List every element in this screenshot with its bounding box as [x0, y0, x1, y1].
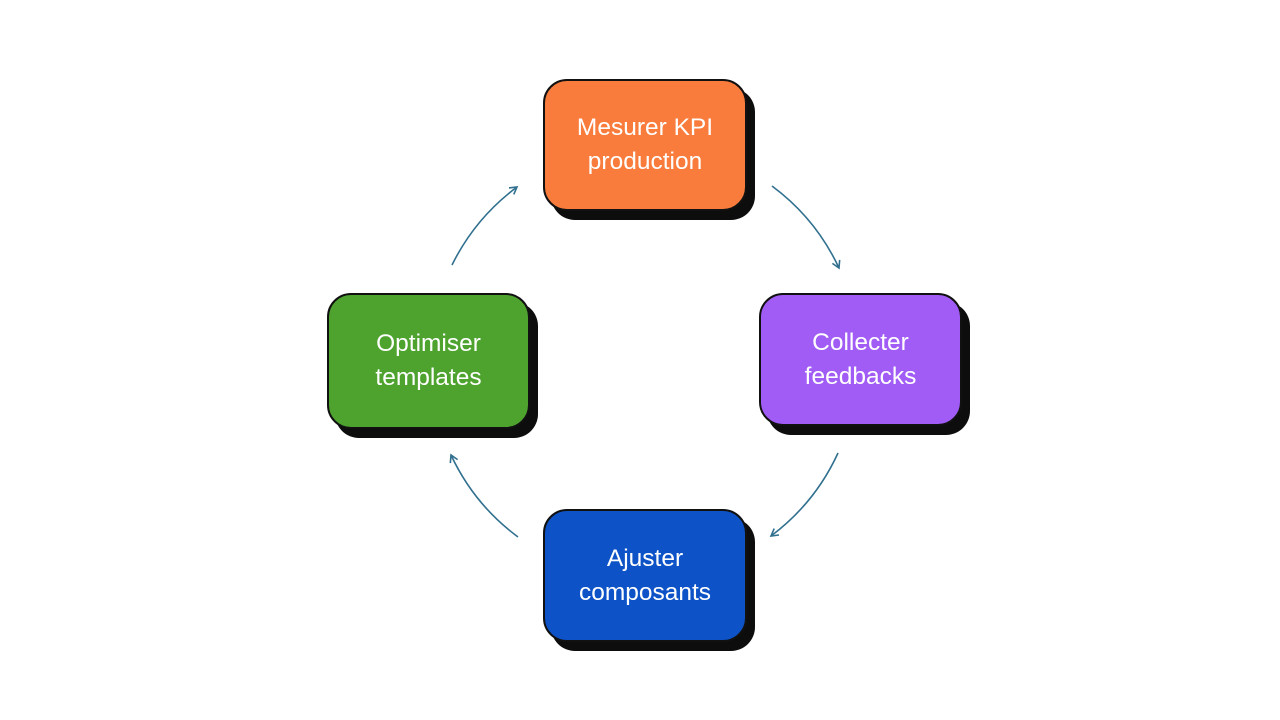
- arrow-right-to-bottom: [769, 452, 839, 537]
- node-label: Collecter feedbacks: [804, 328, 917, 390]
- arrow-top-to-right: [771, 185, 841, 270]
- node-label: Mesurer KPI production: [576, 114, 714, 175]
- node-label: Ajuster composants: [578, 544, 712, 606]
- node-mesurer-kpi-production: Mesurer KPI production: [543, 79, 747, 211]
- node-collecter-feedbacks: Collecter feedbacks: [759, 293, 962, 426]
- node-ajuster-composants: Ajuster composants: [543, 509, 747, 642]
- node-label: Optimiser templates: [375, 330, 482, 391]
- arrow-bottom-to-left: [449, 453, 519, 538]
- arrow-left-to-top: [451, 186, 519, 266]
- node-optimiser-templates: Optimiser templates: [327, 293, 530, 429]
